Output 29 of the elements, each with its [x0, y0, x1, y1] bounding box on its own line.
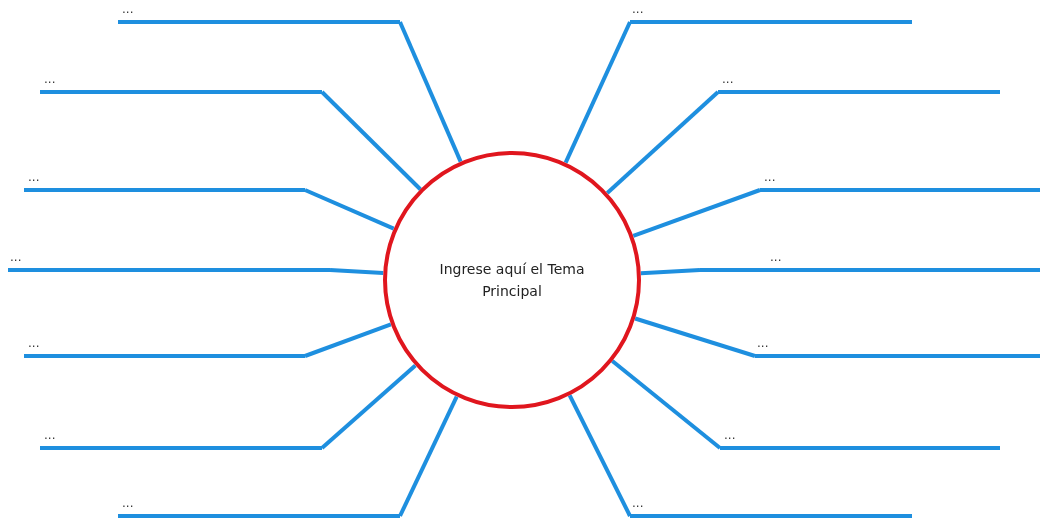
- subtopic-placeholder: ...: [722, 72, 734, 86]
- branch-line: [567, 394, 632, 517]
- branch-line: [605, 90, 720, 195]
- subtopic-placeholder: ...: [764, 170, 776, 184]
- branch-line: [320, 363, 417, 450]
- branch-line: [563, 21, 632, 164]
- subtopic-placeholder: ...: [28, 336, 40, 350]
- branch-line: [611, 359, 722, 450]
- branch-line: [320, 90, 422, 191]
- branch-line: [329, 268, 384, 275]
- subtopic-placeholder: ...: [10, 250, 22, 264]
- subtopic-placeholder: ...: [724, 428, 736, 442]
- subtopic-placeholder: ...: [770, 250, 782, 264]
- branch-line: [398, 21, 463, 163]
- subtopic-placeholder: ...: [44, 72, 56, 86]
- branch-line: [398, 395, 459, 517]
- subtopic-placeholder: ...: [44, 428, 56, 442]
- branch-line: [634, 316, 756, 358]
- branch-line: [304, 322, 392, 358]
- subtopic-placeholder: ...: [122, 2, 134, 16]
- subtopic-placeholder: ...: [28, 170, 40, 184]
- subtopic-placeholder: ...: [757, 336, 769, 350]
- branch-line: [304, 188, 395, 231]
- subtopic-placeholder: ...: [632, 496, 644, 510]
- branch-line: [640, 268, 701, 276]
- subtopic-placeholder: ...: [122, 496, 134, 510]
- subtopic-placeholder: ...: [632, 2, 644, 16]
- branch-line: [632, 188, 761, 238]
- main-topic-text: Ingrese aquí el Tema Principal: [438, 260, 586, 301]
